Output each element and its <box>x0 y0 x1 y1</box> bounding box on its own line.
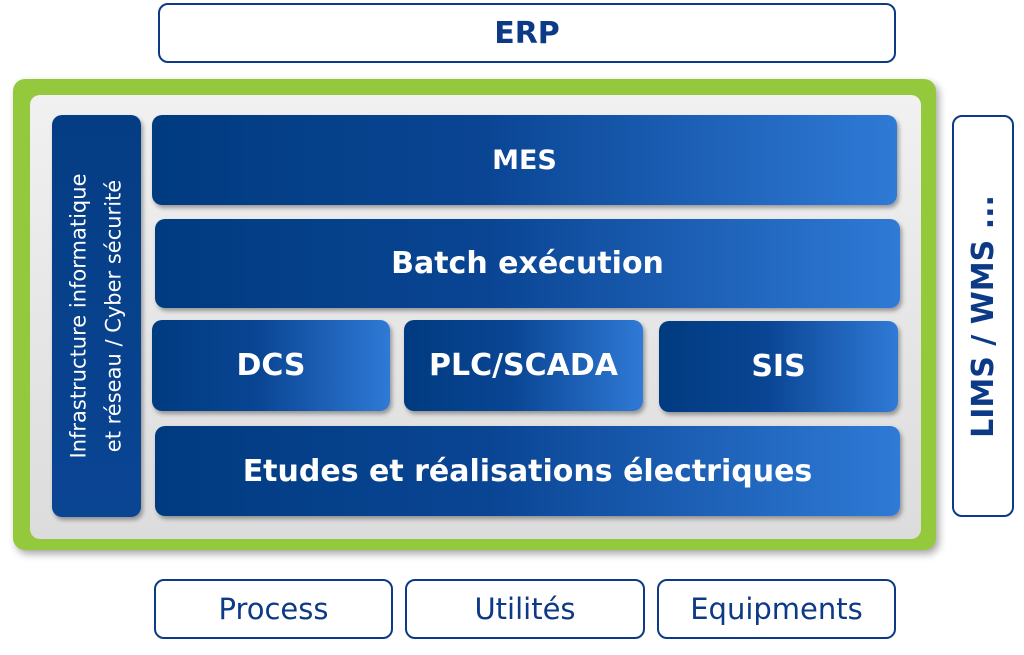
infrastructure-label-line1: Infrastructure informatique <box>66 173 91 459</box>
batch-execution-label: Batch exécution <box>391 246 664 281</box>
dcs-label: DCS <box>236 348 306 383</box>
equipments-box: Equipments <box>657 579 896 639</box>
dcs-block: DCS <box>152 320 390 411</box>
sis-block: SIS <box>659 321 898 412</box>
utilites-label: Utilités <box>474 592 576 626</box>
infrastructure-block: Infrastructure informatique et réseau / … <box>52 115 141 517</box>
lims-wms-label: LIMS / WMS ... <box>965 194 1001 438</box>
lims-wms-box: LIMS / WMS ... <box>952 115 1014 517</box>
plc-scada-label: PLC/SCADA <box>428 348 619 383</box>
plc-scada-block: PLC/SCADA <box>404 320 643 411</box>
infrastructure-label: Infrastructure informatique et réseau / … <box>62 174 132 459</box>
etudes-block: Etudes et réalisations électriques <box>155 426 900 516</box>
mes-label: MES <box>492 144 557 176</box>
batch-execution-block: Batch exécution <box>155 219 900 308</box>
process-box: Process <box>154 579 393 639</box>
mes-block: MES <box>152 115 897 205</box>
etudes-label: Etudes et réalisations électriques <box>242 453 813 489</box>
utilites-box: Utilités <box>405 579 645 639</box>
sis-label: SIS <box>751 349 806 384</box>
erp-box: ERP <box>158 3 896 63</box>
erp-label: ERP <box>494 15 560 51</box>
equipments-label: Equipments <box>690 592 863 626</box>
process-label: Process <box>218 592 329 626</box>
infrastructure-label-line2: et réseau / Cyber sécurité <box>101 179 126 453</box>
